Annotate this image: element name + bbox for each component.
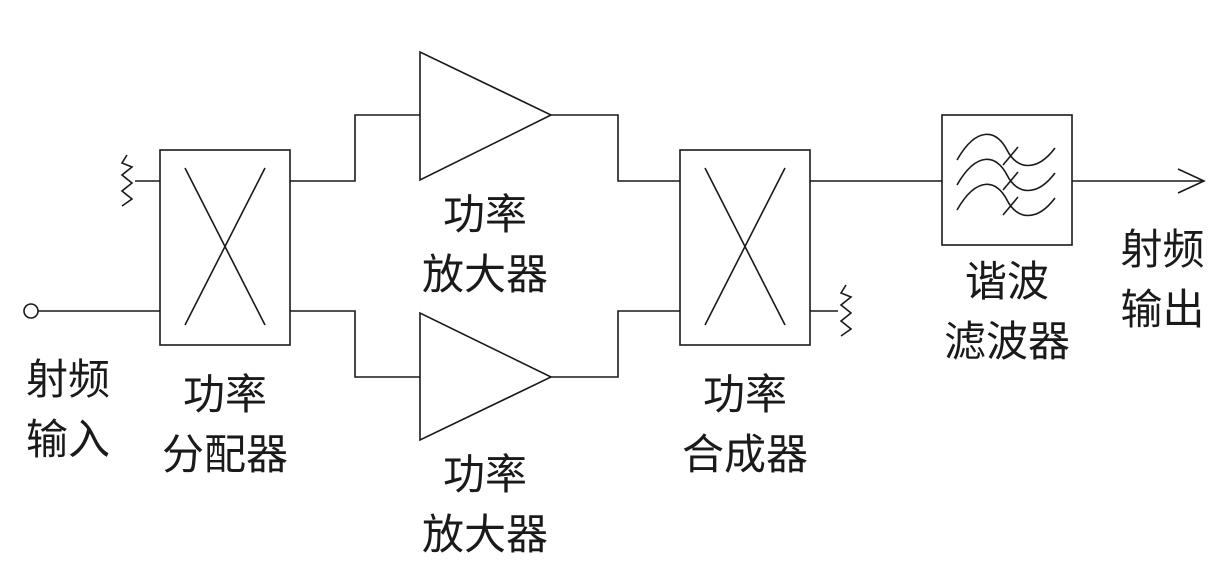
harmonic-filter [941, 114, 1073, 246]
power-combiner [679, 149, 811, 346]
power-splitter [159, 149, 291, 346]
power-combiner-label: 功率 合成器 [681, 370, 808, 479]
amplifier-top-label: 功率 放大器 [421, 190, 548, 299]
splitter-to-bottom-amp-line [290, 310, 420, 378]
top-amp-to-combiner-line [551, 114, 680, 182]
combiner-termination-resistor-icon [810, 284, 853, 337]
rf-output-label: 射频 输出 [1120, 225, 1205, 334]
filter-wave-icon [956, 133, 1056, 217]
rf-input-label: 射频 输入 [25, 355, 110, 464]
power-splitter-label: 功率 分配器 [161, 370, 288, 479]
rf-output-arrow-icon [1177, 168, 1206, 194]
splitter-to-top-amp-line [290, 114, 420, 182]
amplifier-bottom-label: 功率 放大器 [421, 450, 548, 559]
amplifier-bottom-icon [419, 311, 553, 442]
rf-input-terminal [23, 303, 39, 319]
harmonic-filter-label: 谐波 滤波器 [943, 257, 1070, 366]
bottom-amp-to-combiner-line [551, 310, 680, 378]
splitter-termination-resistor-icon [120, 154, 160, 207]
amplifier-top-icon [419, 50, 553, 182]
